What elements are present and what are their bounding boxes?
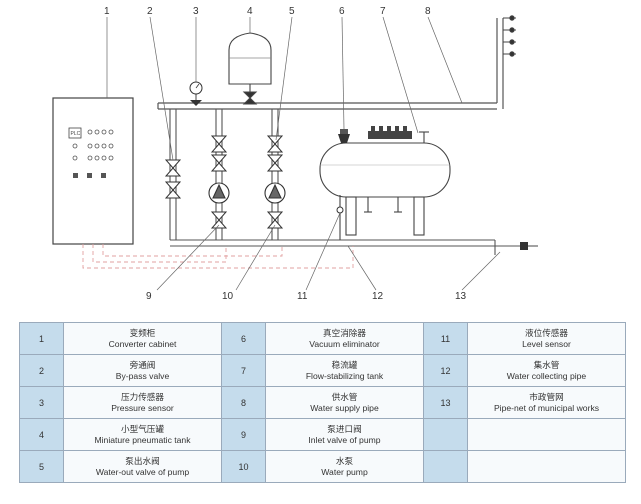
outlet-valve-icon — [210, 135, 284, 172]
callout-1: 1 — [104, 6, 110, 17]
legend-item-label-zh: 真空消除器 — [323, 328, 366, 338]
converter-cabinet-icon: PLC — [52, 97, 134, 245]
legend-item-number: 2 — [19, 354, 64, 387]
bypass-valve-icon — [164, 159, 182, 199]
callout-leaders — [106, 16, 501, 291]
callout-9: 9 — [146, 291, 152, 302]
legend-item-label-en: Inlet valve of pump — [308, 434, 381, 445]
legend-item-label-en: Water pump — [321, 466, 368, 477]
pressure-gauge-icon — [189, 81, 203, 106]
legend-item-description — [467, 418, 626, 451]
vacuum-eliminator-icon — [338, 129, 350, 143]
legend-item-number: 11 — [423, 322, 468, 355]
level-sensor-icon — [336, 206, 344, 214]
pump-branch-right — [271, 109, 279, 240]
legend-item-number: 13 — [423, 386, 468, 419]
callout-7: 7 — [380, 6, 386, 17]
municipal-pipe-icon — [495, 242, 538, 250]
callout-5: 5 — [289, 6, 295, 17]
water-pump-icon — [208, 182, 286, 204]
legend-item-label-en: Water collecting pipe — [506, 370, 587, 381]
legend-item-number: 10 — [221, 450, 266, 483]
legend-item-number — [423, 418, 468, 451]
tank-top-fittings — [368, 126, 412, 139]
legend-item-label-en: Water supply pipe — [310, 402, 379, 413]
legend-item-label-zh: 液位传感器 — [525, 328, 568, 338]
legend-item-description — [467, 450, 626, 483]
legend-item-label-zh: 供水管 — [331, 392, 358, 402]
legend-item-label-zh: 稳流罐 — [331, 360, 358, 370]
inlet-valve-icon — [210, 211, 284, 229]
legend-item-label-en: Miniature pneumatic tank — [94, 434, 191, 445]
legend-item-number: 12 — [423, 354, 468, 387]
flow-stabilizing-tank-icon — [319, 131, 451, 240]
legend-item-number — [423, 450, 468, 483]
legend-item-number: 9 — [221, 418, 266, 451]
outlet-taps — [503, 15, 516, 57]
callout-13: 13 — [455, 291, 467, 302]
water-supply-pipe — [157, 18, 504, 110]
legend-item-label-zh: 集水管 — [533, 360, 560, 370]
legend-item-label-en: Water-out valve of pump — [95, 466, 190, 477]
legend-item-label-en: Level sensor — [522, 338, 571, 349]
legend-item-label-zh: 泵进口阀 — [327, 424, 362, 434]
callout-2: 2 — [147, 6, 153, 17]
legend-item-label-en: Pressure sensor — [111, 402, 174, 413]
water-collecting-pipe — [170, 239, 496, 255]
pneumatic-tank-icon — [228, 32, 272, 105]
pump-branch-left — [215, 109, 223, 240]
legend-item-number: 8 — [221, 386, 266, 419]
legend-item-number: 7 — [221, 354, 266, 387]
legend-item-number: 1 — [19, 322, 64, 355]
legend-item-label-zh: 水泵 — [335, 456, 354, 466]
legend-item-number: 5 — [19, 450, 64, 483]
legend-item-label-en: Flow-stabilizing tank — [305, 370, 384, 381]
legend-item-number: 4 — [19, 418, 64, 451]
legend-item-label-zh: 旁通阀 — [129, 360, 156, 370]
legend-item-label-en: Converter cabinet — [108, 338, 177, 349]
legend-item-label-en: By-pass valve — [115, 370, 170, 381]
callout-12: 12 — [372, 291, 384, 302]
callout-6: 6 — [339, 6, 345, 17]
control-wiring — [82, 244, 354, 269]
legend-item-number: 3 — [19, 386, 64, 419]
callout-8: 8 — [425, 6, 431, 17]
legend-item-label-en: Pipe-net of municipal works — [493, 402, 600, 413]
callout-10: 10 — [222, 291, 234, 302]
callout-numbers: 1 2 3 4 5 6 7 8 9 10 11 12 13 — [104, 6, 467, 302]
svg-text:PLC: PLC — [71, 131, 81, 137]
legend-item-number: 6 — [221, 322, 266, 355]
legend-item-label-zh: 泵出水阀 — [125, 456, 160, 466]
callout-11: 11 — [297, 291, 308, 302]
legend-item-label-zh: 小型气压罐 — [121, 424, 164, 434]
callout-4: 4 — [247, 6, 253, 17]
legend-item-label-zh: 压力传感器 — [121, 392, 164, 402]
callout-3: 3 — [193, 6, 199, 17]
legend-item-label-zh: 市政管网 — [529, 392, 564, 402]
system-schematic: PLC 1 2 3 4 5 — [52, 6, 538, 302]
legend-item-label-en: Vacuum eliminator — [309, 338, 380, 349]
legend-item-label-zh: 变频柜 — [129, 328, 156, 338]
